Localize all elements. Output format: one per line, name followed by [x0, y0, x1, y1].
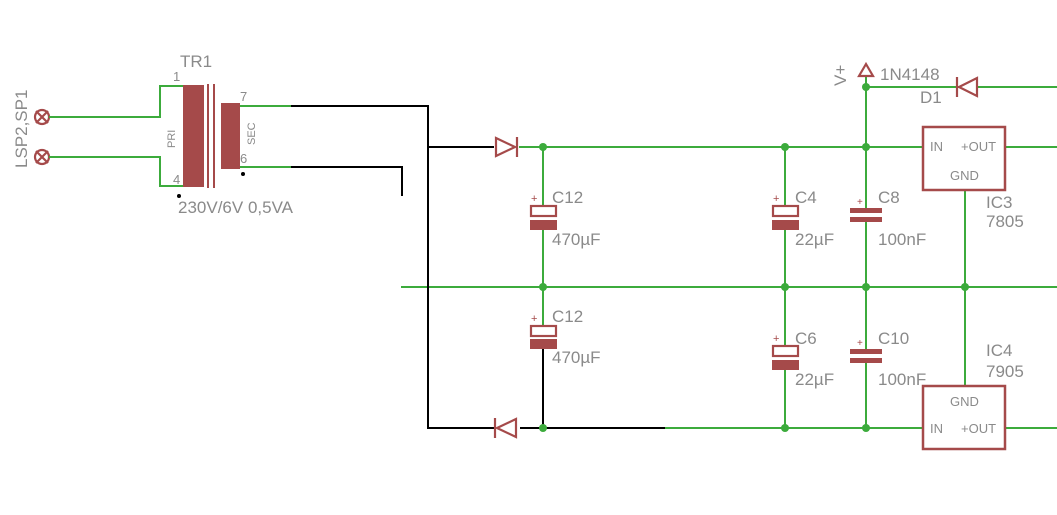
pin-gnd-label: GND [950, 394, 979, 409]
diode-lower-icon[interactable] [493, 417, 518, 439]
capacitor-c12-lower[interactable]: + C12 470µF [529, 307, 601, 367]
plus-icon: + [531, 193, 537, 205]
pin-out-label: +OUT [961, 421, 996, 436]
connector-lsp2-sp1: LSP2,SP1 [12, 90, 51, 168]
regulator-ic3[interactable]: IN +OUT GND IC3 7805 [921, 125, 1024, 231]
diode-d1-name: D1 [920, 88, 942, 107]
plus-icon: + [857, 197, 863, 208]
capacitor-value: 470µF [552, 348, 601, 367]
capacitor-value: 22µF [795, 230, 834, 249]
capacitor-name: C6 [795, 329, 817, 348]
pin-label: 4 [173, 172, 180, 187]
capacitor-value: 470µF [552, 230, 601, 249]
connector-label: LSP2,SP1 [12, 90, 31, 168]
net-wires [49, 77, 1057, 429]
capacitor-name: C4 [795, 188, 817, 207]
capacitor-c6[interactable]: + C6 22µF [771, 329, 834, 389]
capacitor-name: C12 [552, 188, 583, 207]
pin-label: 1 [173, 69, 180, 84]
rectifier-wires [291, 105, 665, 429]
capacitor-c4[interactable]: + C4 22µF [771, 188, 834, 249]
capacitor-c8[interactable]: + C8 100nF [850, 188, 926, 249]
capacitor-name: C10 [878, 329, 909, 348]
supply-label: V+ [831, 65, 850, 86]
transformer-tr1[interactable]: TR1 PRI SEC 1 4 7 6 230V/6V 0,5VA [166, 52, 294, 217]
connector-pad-upper-icon[interactable] [33, 108, 51, 126]
diode-d1[interactable]: 1N4148 D1 [880, 65, 979, 107]
pin-label: 7 [240, 89, 247, 104]
capacitor-name: C12 [552, 307, 583, 326]
pin-gnd-label: GND [950, 168, 979, 183]
junction-dots [539, 83, 969, 432]
capacitor-name: C8 [878, 188, 900, 207]
plus-icon: + [773, 193, 779, 205]
capacitor-value: 100nF [878, 370, 926, 389]
regulator-ic4[interactable]: GND IN +OUT IC4 7905 [921, 341, 1024, 451]
polarity-dot-icon [177, 194, 181, 198]
plus-icon: + [857, 338, 863, 349]
connector-pad-lower-icon[interactable] [33, 148, 51, 166]
plus-icon: + [531, 313, 537, 325]
regulator-name: IC4 [986, 341, 1012, 360]
transformer-value: 230V/6V 0,5VA [178, 198, 294, 217]
supply-vplus[interactable]: V+ [831, 61, 875, 86]
plus-icon: + [773, 333, 779, 345]
capacitor-c12-upper[interactable]: + C12 470µF [529, 188, 601, 249]
pin-label: 6 [240, 151, 247, 166]
regulator-value: 7805 [986, 212, 1024, 231]
supply-arrow-icon [857, 61, 875, 78]
diode-d1-value: 1N4148 [880, 65, 940, 84]
primary-label: PRI [166, 130, 178, 148]
transformer-name: TR1 [180, 52, 212, 71]
secondary-label: SEC [246, 122, 258, 145]
pin-in-label: IN [930, 139, 943, 154]
regulator-value: 7905 [986, 362, 1024, 381]
capacitor-c10[interactable]: + C10 100nF [850, 329, 926, 389]
polarity-dot-icon [241, 172, 245, 176]
pin-out-label: +OUT [961, 139, 996, 154]
diode-d1-icon [955, 76, 979, 98]
capacitor-value: 100nF [878, 230, 926, 249]
regulator-name: IC3 [986, 193, 1012, 212]
diode-upper-icon[interactable] [494, 136, 519, 158]
pin-in-label: IN [930, 421, 943, 436]
capacitor-value: 22µF [795, 370, 834, 389]
